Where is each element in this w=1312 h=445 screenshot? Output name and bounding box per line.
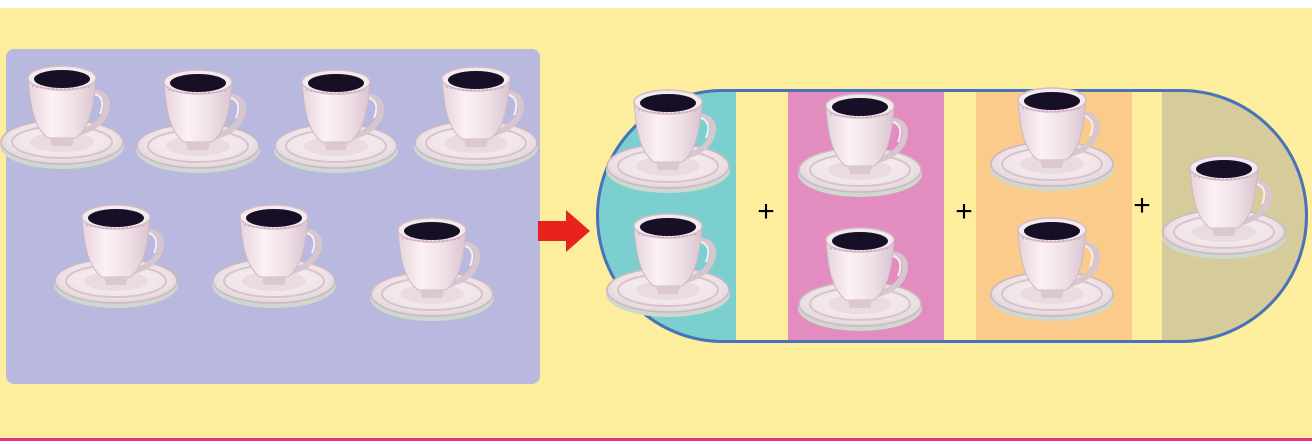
teacup-icon [0, 60, 124, 170]
plus-operator: + [751, 197, 781, 227]
teacup-icon [370, 212, 494, 322]
bottom-divider [0, 438, 1312, 441]
teacup-icon [798, 88, 922, 198]
teacup-icon [414, 61, 538, 171]
teacup-icon [990, 82, 1114, 192]
plus-operator: + [949, 197, 979, 227]
teacup-icon [990, 212, 1114, 322]
teacup-icon [136, 64, 260, 174]
teacup-icon [274, 64, 398, 174]
teacup-icon [606, 208, 730, 318]
teacup-icon [1162, 150, 1286, 260]
source-cups-panel [6, 49, 540, 384]
teacup-icon [606, 84, 730, 194]
right-arrow-icon [536, 207, 592, 255]
teacup-icon [54, 199, 178, 309]
teacup-icon [212, 199, 336, 309]
plus-operator: + [1127, 191, 1157, 221]
teacup-icon [798, 222, 922, 332]
